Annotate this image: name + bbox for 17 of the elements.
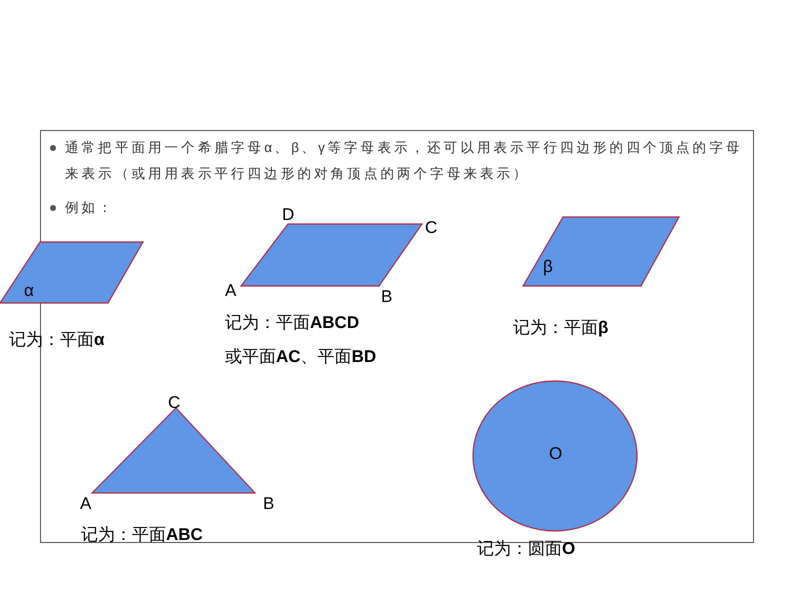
- vertex-label: D: [282, 205, 294, 225]
- notation-caption: 记为：平面ABC: [81, 524, 203, 546]
- vertex-label: A: [225, 281, 236, 301]
- vertex-label: O: [549, 444, 562, 464]
- plane-label: α: [24, 281, 34, 301]
- vertex-label: B: [263, 494, 274, 514]
- vertex-label: C: [168, 393, 180, 413]
- vertex-label: C: [425, 218, 438, 238]
- bullet-text: 例如：: [65, 199, 116, 217]
- notation-caption: 或平面AC、平面BD: [225, 346, 376, 368]
- plane-label: β: [543, 257, 553, 277]
- vertex-label: B: [381, 287, 392, 307]
- notation-caption: 记为：平面β: [513, 317, 608, 339]
- vertex-label: A: [80, 494, 92, 514]
- notation-caption: 记为：圆面O: [477, 538, 576, 560]
- notation-caption: 记为：平面ABCD: [225, 312, 360, 334]
- bullet-text: 通常把平面用一个希腊字母α、β、γ等字母表示，还可以用表示平行四边形的四个顶点的字母来表示（或用用表示平行四边形的对角顶点的两个字母来表示）: [65, 139, 744, 183]
